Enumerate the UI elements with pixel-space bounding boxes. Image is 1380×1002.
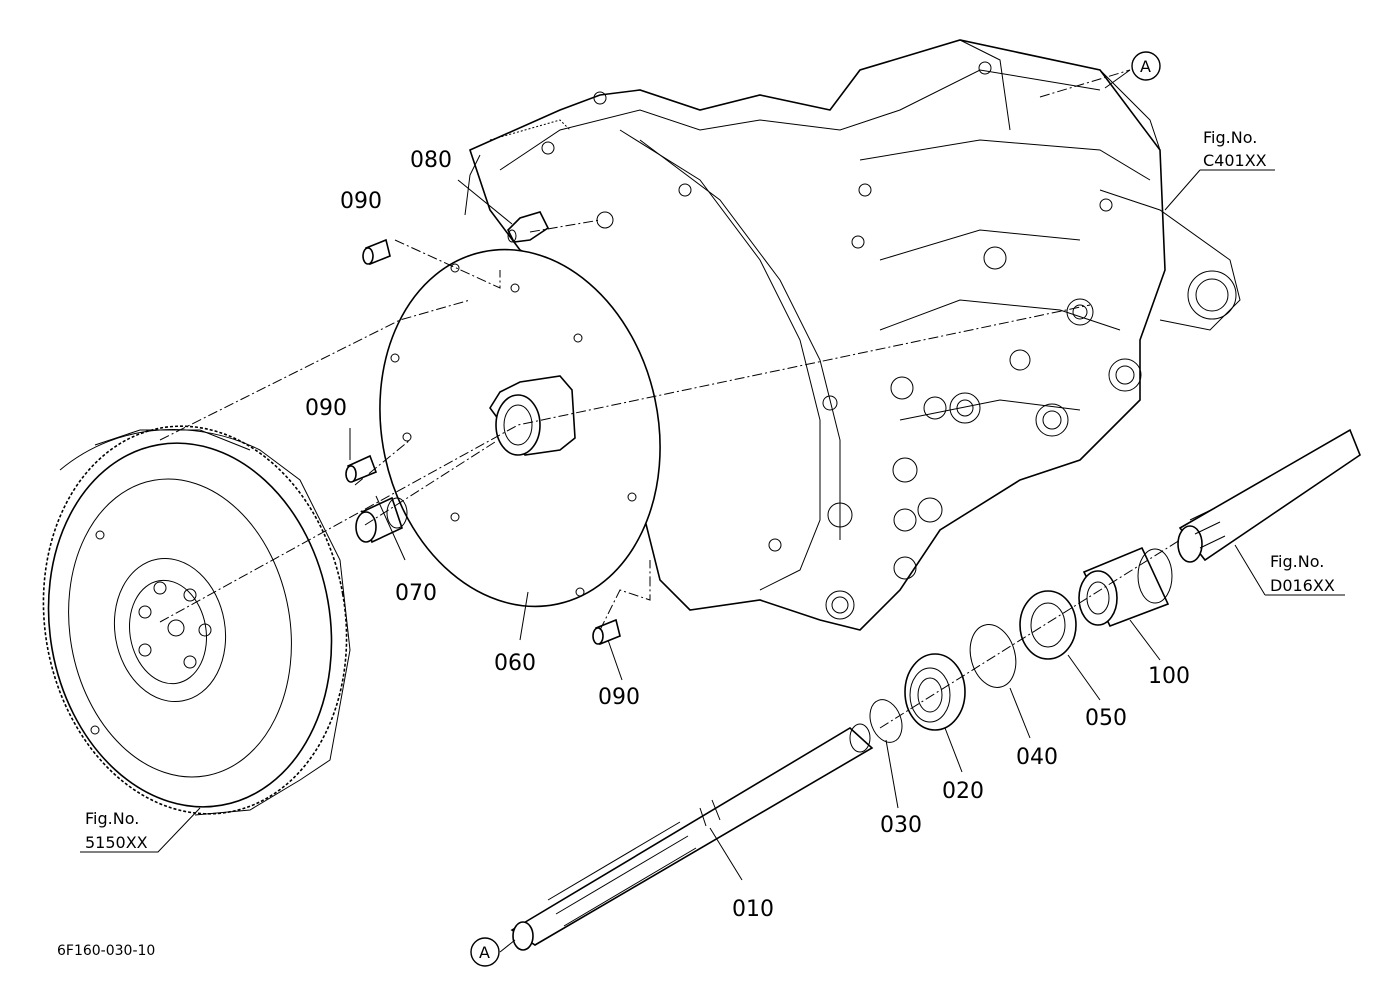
input-shaft — [510, 723, 874, 951]
fig-label-5150: Fig.No. — [85, 809, 139, 828]
callout-labels: 010 020 030 040 050 060 070 080 090 090 … — [305, 148, 1190, 922]
leader-090-bot — [607, 639, 623, 681]
leader-060 — [519, 591, 529, 641]
fig-number-c401: C401XX — [1203, 151, 1267, 170]
leader-c401 — [1164, 169, 1275, 211]
fig-number-d016: D016XX — [1270, 576, 1335, 595]
callout-020: 020 — [942, 779, 984, 804]
leader-5150 — [80, 807, 201, 853]
leader-050 — [1067, 654, 1101, 701]
leader-d016 — [1234, 544, 1345, 596]
leader-marker-bottom — [499, 939, 516, 953]
flex-plate — [379, 248, 661, 608]
callout-100: 100 — [1148, 664, 1190, 689]
callout-080: 080 — [410, 148, 452, 173]
leader-marker-top — [1104, 69, 1131, 89]
snap-ring-030 — [869, 699, 903, 743]
marker-a-top-text: A — [1140, 57, 1151, 76]
oil-seal — [1019, 590, 1077, 660]
callout-090-middle: 090 — [305, 396, 347, 421]
callout-090-top: 090 — [340, 189, 382, 214]
leader-lines — [80, 69, 1345, 953]
collar — [1078, 546, 1173, 628]
marker-a-bottom-text: A — [479, 943, 490, 962]
callout-040: 040 — [1016, 745, 1058, 770]
callout-050: 050 — [1085, 706, 1127, 731]
callout-030: 030 — [880, 813, 922, 838]
snap-ring-040 — [969, 624, 1017, 688]
leader-070 — [375, 495, 406, 561]
dowel-pin-top — [362, 238, 391, 266]
leader-040 — [1009, 687, 1031, 739]
figure-references: Fig.No. C401XX Fig.No. D016XX Fig.No. 51… — [85, 128, 1335, 852]
callout-090-bottom: 090 — [598, 685, 640, 710]
fig-label-d016: Fig.No. — [1270, 552, 1324, 571]
marker-a-bottom: A — [470, 937, 500, 967]
callout-060: 060 — [494, 651, 536, 676]
leader-080 — [457, 179, 513, 225]
callout-010: 010 — [732, 897, 774, 922]
callout-070: 070 — [395, 581, 437, 606]
bearing — [904, 653, 966, 731]
leader-020 — [944, 727, 963, 773]
flywheel — [42, 425, 351, 816]
marker-a-top: A — [1131, 51, 1161, 81]
pto-shaft-end — [1177, 428, 1361, 563]
assembly-center-lines — [159, 69, 1181, 729]
dowel-pin-middle — [345, 454, 378, 483]
leader-030 — [885, 739, 899, 809]
fig-label-c401: Fig.No. — [1203, 128, 1257, 147]
grease-fitting — [507, 211, 550, 243]
leader-010 — [709, 827, 743, 881]
drawing-code: 6F160-030-10 — [57, 943, 155, 959]
fig-number-5150: 5150XX — [85, 833, 148, 852]
leader-100 — [1129, 619, 1161, 661]
bushing — [355, 496, 408, 544]
dowel-pin-bottom — [592, 618, 621, 646]
